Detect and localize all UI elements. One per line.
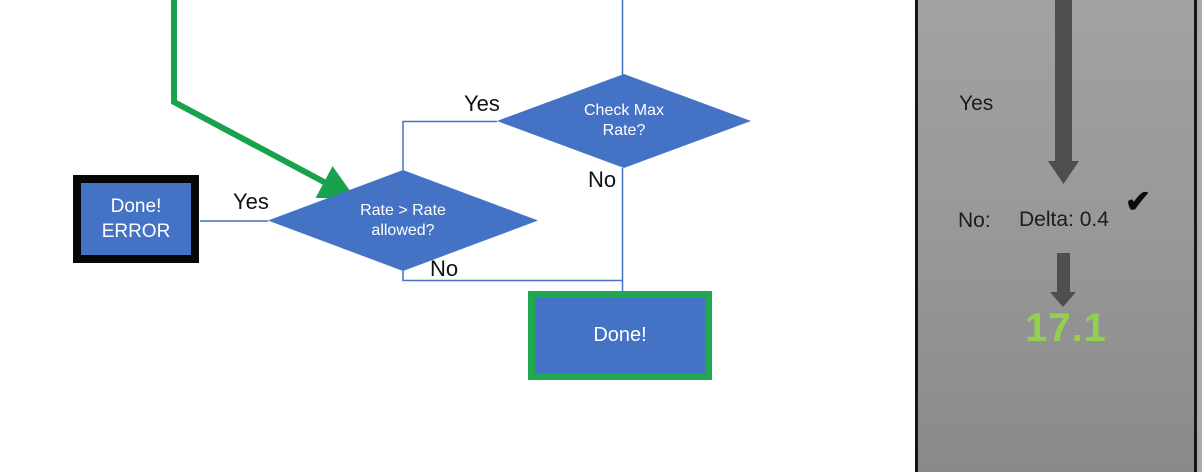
green-flow-arrow [171,0,356,199]
panel-right-sliver [1197,0,1202,472]
terminal-label-line: Done! [110,196,162,217]
decision-label-line: Rate? [602,122,646,139]
side-panel: Yes No: Delta: 0.4 ✔ 17.1 [915,0,1202,472]
check-icon: ✔ [1125,184,1151,219]
edge-label-no: No [588,167,617,192]
panel-no-label: No: [958,209,991,232]
edge-label-no: No [430,256,459,281]
terminal-label-line: ERROR [101,221,171,242]
result-value: 17.1 [1025,306,1107,350]
edge-label-yes: Yes [233,189,269,214]
connector-lines [171,0,624,291]
terminal-label: Done! [593,324,647,346]
flowchart-region: Check Max Rate? Rate > Rate allowed? Don… [73,0,751,380]
panel-right-border [1194,0,1197,472]
decision-label-line: allowed? [371,221,435,239]
panel-delta-value: Delta: 0.4 [1019,208,1109,231]
terminal-done: Done! [528,291,712,380]
connector-rate-no [402,271,623,282]
terminal-done-error: Done! ERROR [73,175,199,263]
edge-label-yes: Yes [464,91,500,116]
connector-check-max-yes [402,120,497,170]
decision-label-line: Rate > Rate [360,201,446,219]
panel-yes-label: Yes [959,92,994,115]
arrow-down-icon [1050,253,1076,307]
arrow-down-icon [1048,0,1079,184]
panel-arrows [1048,0,1079,307]
decision-label-line: Check Max [583,102,665,119]
